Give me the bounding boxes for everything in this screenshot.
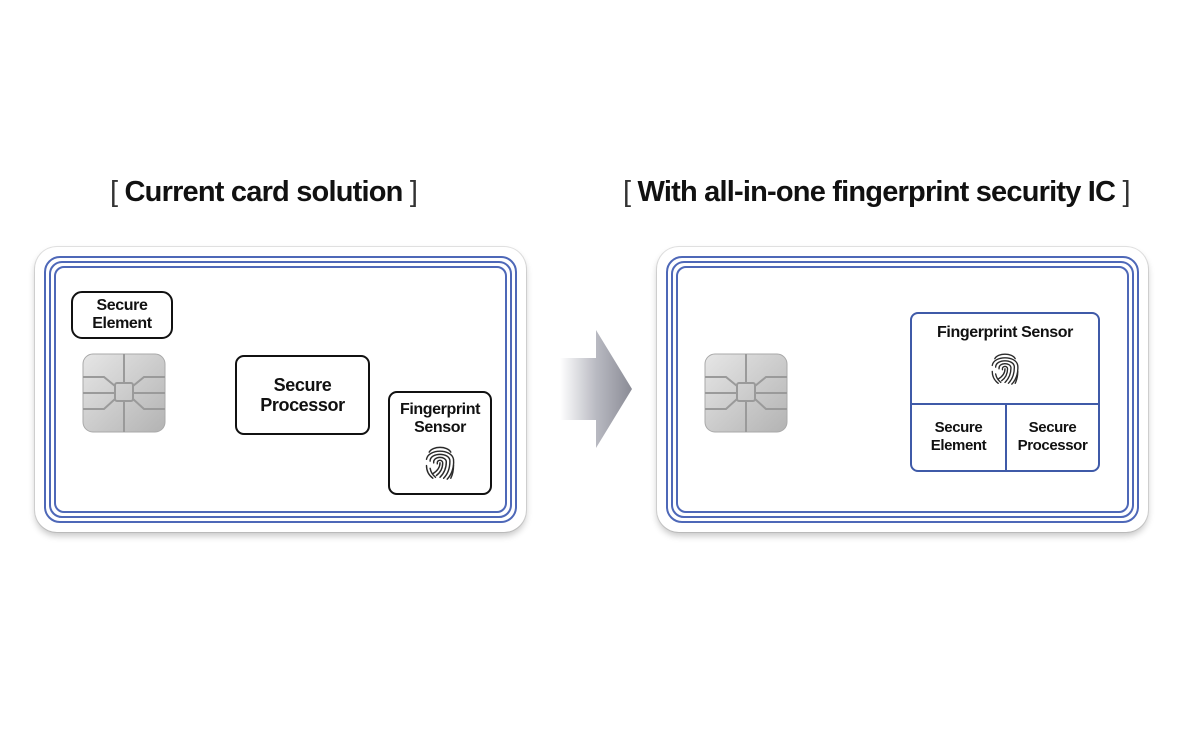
right-arrow-icon [560, 330, 632, 448]
antenna-ring-middle [671, 261, 1134, 518]
secure-element-box: Secure Element [71, 291, 173, 339]
secure-processor-label: Secure Processor [260, 374, 345, 415]
antenna-ring-inner [676, 266, 1129, 513]
fingerprint-icon [422, 441, 458, 483]
chip-icon [704, 353, 788, 433]
all-in-one-card: Fingerprint Sensor Secure Element Secure… [657, 247, 1148, 532]
fingerprint-icon [988, 348, 1022, 388]
antenna-ring-outer [44, 256, 517, 523]
chip-icon [82, 353, 166, 433]
fingerprint-sensor-box: Fingerprint Sensor [388, 391, 492, 495]
ic-secure-processor: Secure Processor [1007, 403, 1098, 470]
ic-fingerprint-sensor: Fingerprint Sensor [912, 314, 1098, 405]
current-card: Secure Element Secure Processor Fingerpr… [35, 247, 526, 532]
all-in-one-title: [ With all-in-one fingerprint security I… [623, 176, 1131, 208]
ic-secure-processor-label: Secure Processor [1017, 419, 1088, 454]
ic-secure-element: Secure Element [912, 403, 1007, 470]
current-card-title-text: Current card solution [124, 176, 404, 208]
ic-fingerprint-sensor-label: Fingerprint Sensor [937, 324, 1073, 341]
antenna-ring-outer [666, 256, 1139, 523]
all-in-one-title-text: With all-in-one fingerprint security IC [637, 176, 1116, 208]
fingerprint-sensor-label: Fingerprint Sensor [399, 401, 481, 436]
secure-element-label: Secure Element [92, 297, 152, 332]
current-card-title: [ Current card solution ] [110, 176, 418, 208]
ic-secure-element-label: Secure Element [930, 419, 987, 454]
antenna-ring-middle [49, 261, 512, 518]
fingerprint-security-ic: Fingerprint Sensor Secure Element Secure… [910, 312, 1100, 472]
secure-processor-box: Secure Processor [235, 355, 370, 435]
antenna-ring-inner [54, 266, 507, 513]
